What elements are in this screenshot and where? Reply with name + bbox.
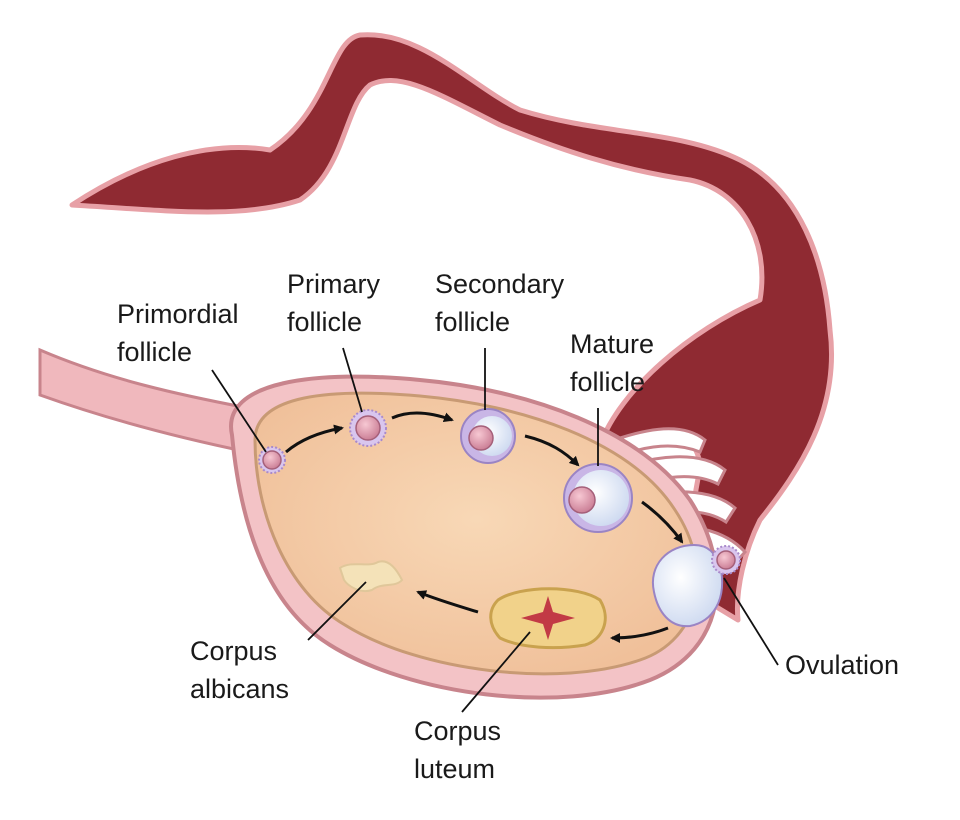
arrow-ovulation-to-luteum	[610, 626, 669, 643]
corpus-luteum	[489, 587, 607, 650]
arrow-secondary-to-mature	[524, 434, 580, 467]
label-corpus-luteum: Corpus luteum	[414, 716, 502, 784]
arrow-luteum-to-albicans	[416, 590, 479, 614]
arrow-mature-to-ovulation	[641, 500, 684, 544]
arrow-primordial-to-primary	[285, 424, 344, 454]
primordial-follicle	[258, 446, 286, 474]
label-mature-follicle: Mature follicle	[570, 329, 655, 397]
leader-primordial	[211, 369, 267, 453]
label-secondary-follicle: Secondary follicle	[435, 269, 565, 337]
label-primordial-follicle: Primordial follicle	[117, 299, 239, 367]
label-primary-follicle: Primary follicle	[287, 269, 380, 337]
primary-follicle	[349, 409, 387, 447]
cycle-arrows	[285, 411, 684, 643]
mature-follicle	[563, 463, 633, 533]
secondary-follicle	[460, 408, 516, 464]
label-ovulation: Ovulation	[785, 650, 900, 680]
leader-ovulation	[723, 577, 779, 666]
leader-lines	[211, 347, 779, 713]
leader-corpus-luteum	[461, 631, 531, 713]
leader-corpus-albicans	[307, 581, 367, 641]
ovulating-follicle	[651, 543, 741, 628]
leader-primary	[342, 347, 363, 413]
arrow-primary-to-secondary	[391, 411, 454, 422]
label-corpus-albicans: Corpus albicans	[190, 636, 290, 704]
